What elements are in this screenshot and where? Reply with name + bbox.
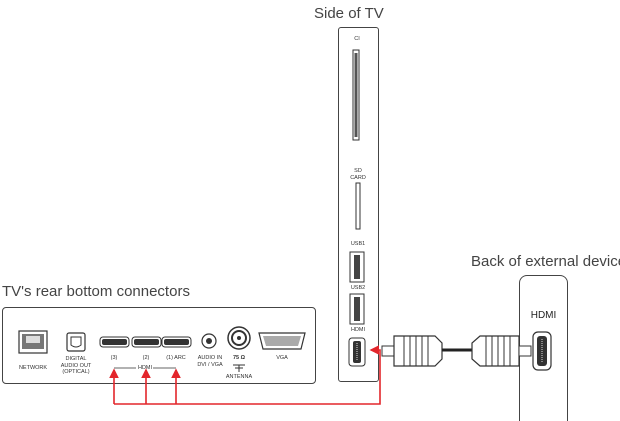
network-label: NETWORK [18,365,48,371]
external-hdmi-port [532,331,552,371]
ci-slot [352,49,360,141]
ci-label: CI [354,36,360,42]
connection-lines [109,345,381,405]
side-hdmi-label: HDMI [350,327,366,333]
side-hdmi-port [348,337,366,367]
vga-label: VGA [276,355,288,361]
sd-card-label: SD CARD [350,168,366,181]
rear-hdmi-3-port [99,336,130,348]
rear-hdmi-2-port [131,336,162,348]
sd-card-slot [355,182,361,230]
side-of-tv-title: Side of TV [314,5,384,22]
usb2-label: USB2 [350,285,366,291]
antenna-label: ANTENNA [225,374,253,380]
rear-connectors-title: TV's rear bottom connectors [2,283,190,300]
external-device-title: Back of external device [471,253,620,270]
hdmi-2-label: (2) [142,355,150,361]
usb1-label: USB1 [350,241,366,247]
digital-audio-out-label: DIGITAL AUDIO OUT (OPTICAL) [60,356,92,375]
audio-in-jack [201,333,217,349]
hdmi-1-arc-label: (1) ARC [166,355,186,361]
audio-in-label: AUDIO IN DVI / VGA [197,355,223,368]
ohm-label: 75 Ω [232,355,246,361]
network-port [18,330,48,354]
hdmi-group-label: HDMI [137,365,153,371]
external-hdmi-label: HDMI [530,310,557,321]
hdmi-cable [381,335,532,367]
usb1-port [349,251,365,283]
antenna-connector [227,326,251,372]
vga-port [258,332,306,350]
hdmi-3-label: (3) [110,355,118,361]
usb2-port [349,293,365,325]
rear-hdmi-1-arc-port [161,336,192,348]
optical-port [66,332,86,352]
